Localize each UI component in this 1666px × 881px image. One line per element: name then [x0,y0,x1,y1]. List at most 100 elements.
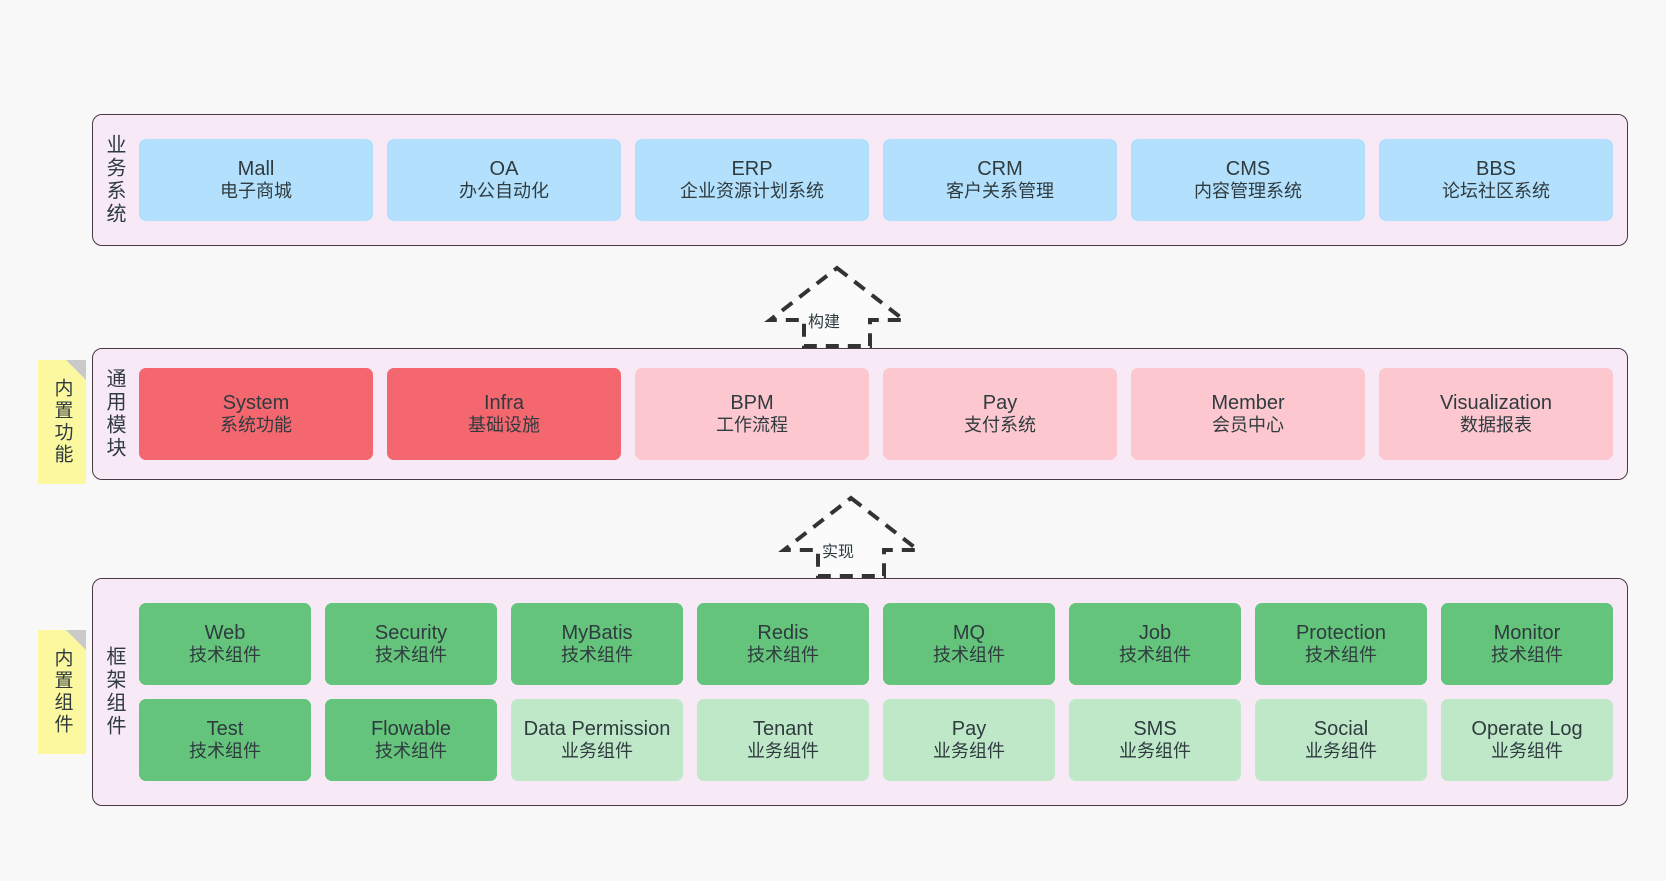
card-title-en: MyBatis [561,621,633,644]
framework-row-tech: Web 技术组件 Security 技术组件 MyBatis 技术组件 Redi… [139,603,1613,685]
card-title-cn: 业务组件 [747,741,819,762]
card-title-cn: 支付系统 [964,415,1036,436]
card-erp[interactable]: ERP 企业资源计划系统 [635,139,869,221]
card-title-cn: 工作流程 [716,415,788,436]
card-infra[interactable]: Infra 基础设施 [387,368,621,460]
card-title-en: ERP [731,157,773,180]
card-job[interactable]: Job 技术组件 [1069,603,1241,685]
card-cms[interactable]: CMS 内容管理系统 [1131,139,1365,221]
card-redis[interactable]: Redis 技术组件 [697,603,869,685]
card-title-cn: 论坛社区系统 [1442,181,1550,202]
card-bbs[interactable]: BBS 论坛社区系统 [1379,139,1613,221]
card-data-permission[interactable]: Data Permission 业务组件 [511,699,683,781]
card-crm[interactable]: CRM 客户关系管理 [883,139,1117,221]
card-title-cn: 数据报表 [1460,415,1532,436]
card-title-en: OA [489,157,519,180]
card-title-cn: 企业资源计划系统 [680,181,824,202]
card-title-cn: 业务组件 [1491,741,1563,762]
card-title-cn: 会员中心 [1212,415,1284,436]
card-monitor[interactable]: Monitor 技术组件 [1441,603,1613,685]
card-tenant[interactable]: Tenant 业务组件 [697,699,869,781]
layer-common-modules: 通用模块 System 系统功能 Infra 基础设施 BPM 工作流程 Pay… [92,348,1628,480]
card-title-en: Member [1211,391,1285,414]
card-operate-log[interactable]: Operate Log 业务组件 [1441,699,1613,781]
card-oa[interactable]: OA 办公自动化 [387,139,621,221]
card-title-en: CRM [977,157,1023,180]
card-title-en: Flowable [370,717,452,740]
card-title-en: BBS [1475,157,1517,180]
build-arrow-icon [764,265,910,348]
card-title-en: Visualization [1440,391,1552,414]
card-pay-module[interactable]: Pay 支付系统 [883,368,1117,460]
card-title-cn: 业务组件 [1305,741,1377,762]
card-title-en: Operate Log [1471,717,1583,740]
card-title-cn: 技术组件 [1305,645,1377,666]
card-title-en: System [222,391,290,414]
card-social[interactable]: Social 业务组件 [1255,699,1427,781]
card-title-cn: 业务组件 [561,741,633,762]
connector-build: 构建 [752,262,922,352]
card-title-cn: 基础设施 [468,415,540,436]
card-mq[interactable]: MQ 技术组件 [883,603,1055,685]
card-security[interactable]: Security 技术组件 [325,603,497,685]
card-title-en: Pay [982,391,1018,414]
sticky-note-builtin-features: 内置功能 [38,360,86,484]
card-mybatis[interactable]: MyBatis 技术组件 [511,603,683,685]
layer-body-common-modules: System 系统功能 Infra 基础设施 BPM 工作流程 Pay 支付系统… [135,349,1627,479]
card-bpm[interactable]: BPM 工作流程 [635,368,869,460]
card-title-en: Tenant [752,717,814,740]
card-title-cn: 系统功能 [220,415,292,436]
card-title-en: SMS [1133,717,1177,740]
card-title-en: Data Permission [523,717,671,740]
layer-body-framework-components: Web 技术组件 Security 技术组件 MyBatis 技术组件 Redi… [135,579,1627,805]
card-title-cn: 技术组件 [1119,645,1191,666]
layer-title-framework-components: 框架组件 [103,646,125,738]
connector-build-label: 构建 [808,314,841,331]
card-web[interactable]: Web 技术组件 [139,603,311,685]
card-member[interactable]: Member 会员中心 [1131,368,1365,460]
card-title-cn: 技术组件 [189,741,261,762]
card-visualization[interactable]: Visualization 数据报表 [1379,368,1613,460]
card-title-cn: 技术组件 [561,645,633,666]
card-test[interactable]: Test 技术组件 [139,699,311,781]
card-title-cn: 技术组件 [933,645,1005,666]
card-title-cn: 电子商城 [220,181,292,202]
card-title-en: MQ [952,621,986,644]
layer-framework-components: 框架组件 Web 技术组件 Security 技术组件 MyBatis 技术组件… [92,578,1628,806]
card-title-en: Monitor [1493,621,1561,644]
sticky-note-builtin-components: 内置组件 [38,630,86,754]
card-title-cn: 技术组件 [375,741,447,762]
card-title-en: Protection [1295,621,1387,644]
card-title-en: Web [204,621,246,644]
layer-business-systems: 业务系统 Mall 电子商城 OA 办公自动化 ERP 企业资源计划系统 CRM… [92,114,1628,246]
card-title-en: Pay [951,717,987,740]
card-system[interactable]: System 系统功能 [139,368,373,460]
card-title-cn: 客户关系管理 [946,181,1054,202]
card-pay-component[interactable]: Pay 业务组件 [883,699,1055,781]
card-title-en: Mall [237,157,275,180]
card-flowable[interactable]: Flowable 技术组件 [325,699,497,781]
card-title-en: BPM [730,391,774,414]
card-title-cn: 业务组件 [1119,741,1191,762]
card-title-cn: 内容管理系统 [1194,181,1302,202]
card-title-en: Redis [757,621,809,644]
card-title-en: Test [206,717,244,740]
card-protection[interactable]: Protection 技术组件 [1255,603,1427,685]
connector-implement: 实现 [766,492,936,582]
card-title-cn: 技术组件 [1491,645,1563,666]
card-title-cn: 技术组件 [189,645,261,666]
card-title-cn: 技术组件 [747,645,819,666]
card-mall[interactable]: Mall 电子商城 [139,139,373,221]
card-title-en: Social [1313,717,1369,740]
card-title-en: CMS [1225,157,1271,180]
card-title-en: Infra [483,391,525,414]
framework-row-business: Test 技术组件 Flowable 技术组件 Data Permission … [139,699,1613,781]
card-sms[interactable]: SMS 业务组件 [1069,699,1241,781]
card-title-cn: 业务组件 [933,741,1005,762]
card-title-en: Security [374,621,448,644]
card-title-cn: 办公自动化 [459,181,549,202]
layer-title-common-modules: 通用模块 [103,368,125,460]
layer-body-business-systems: Mall 电子商城 OA 办公自动化 ERP 企业资源计划系统 CRM 客户关系… [135,115,1627,245]
sticky-note-label: 内置组件 [51,648,73,736]
